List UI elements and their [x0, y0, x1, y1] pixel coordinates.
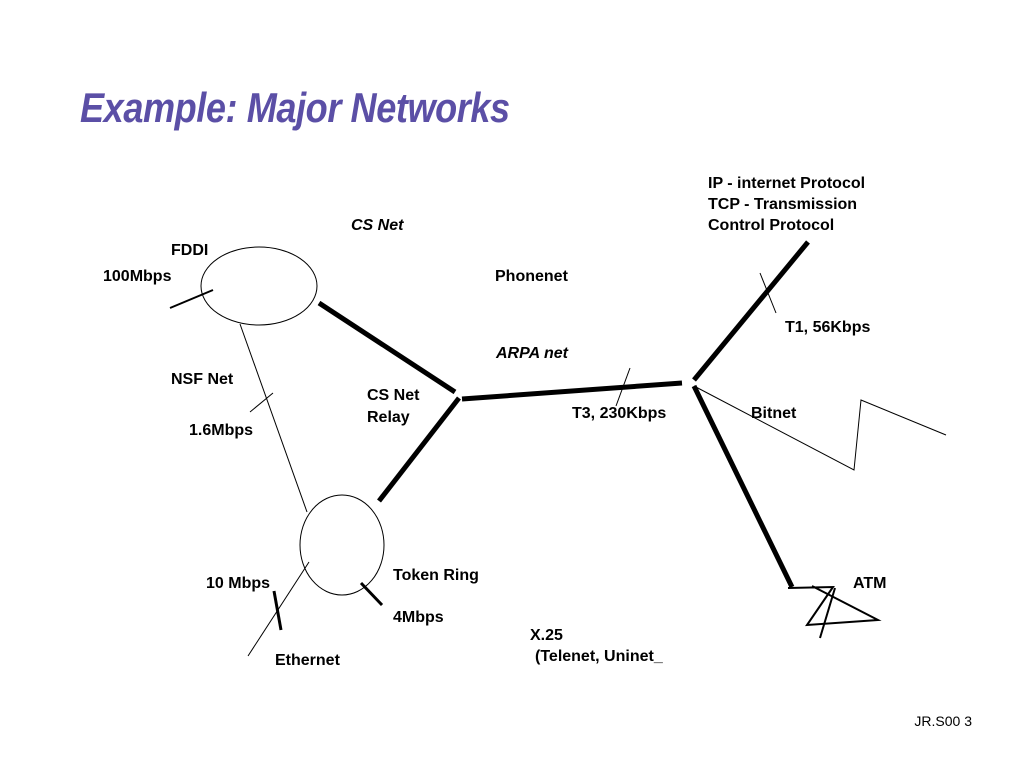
t1-link [692, 240, 810, 382]
atm-tick [819, 587, 836, 639]
fddi-tick [169, 289, 214, 309]
bitnet-link [693, 385, 947, 471]
fddi-label: FDDI [171, 242, 209, 259]
cs-net-label: CS Net [351, 217, 404, 234]
nsf-net-tick [249, 392, 274, 413]
nsf-speed-label: 1.6Mbps [189, 422, 254, 439]
slide-footer: JR.S00 3 [914, 713, 972, 729]
nsf-net-link [239, 323, 308, 513]
protocol-label-line-1: IP - internet Protocol [708, 175, 866, 192]
token-ring-tick [359, 581, 384, 607]
token-ring-speed-label: 4Mbps [393, 609, 444, 626]
t3-speed-label: T3, 230Kbps [572, 405, 667, 422]
token-ring-node [299, 494, 385, 596]
t1-speed-label: T1, 56Kbps [785, 319, 871, 336]
atm-zigzag [787, 585, 882, 627]
nsf-net-label: NSF Net [171, 371, 234, 388]
fddi-speed-label: 100Mbps [103, 268, 172, 285]
x25-label-line-2: (Telenet, Uninet_ [535, 648, 663, 665]
token-ring-label: Token Ring [393, 567, 479, 584]
ethernet-tick [272, 590, 283, 631]
cs-net-link-lower [377, 396, 461, 503]
bitnet-label: Bitnet [751, 405, 797, 422]
t3-tick [615, 367, 631, 407]
protocol-label-line-3: Control Protocol [708, 217, 835, 234]
ethernet-label: Ethernet [275, 652, 340, 669]
ethernet-speed-label: 10 Mbps [206, 575, 271, 592]
slide-title: Example: Major Networks [80, 84, 510, 131]
cs-net-relay-label-line-2: Relay [367, 409, 410, 426]
arpa-net-label: ARPA net [496, 345, 568, 362]
cs-net-link-upper [317, 300, 457, 395]
t1-tick [759, 272, 777, 314]
arpa-net-backbone [461, 380, 683, 402]
x25-label-line-1: X.25 [530, 627, 563, 644]
cs-net-relay-label-line-1: CS Net [367, 387, 420, 404]
protocol-label-line-2: TCP - Transmission [708, 196, 858, 213]
fddi-ring [200, 246, 318, 326]
atm-link [691, 384, 795, 589]
phonenet-label: Phonenet [495, 268, 568, 285]
atm-label: ATM [853, 575, 887, 592]
